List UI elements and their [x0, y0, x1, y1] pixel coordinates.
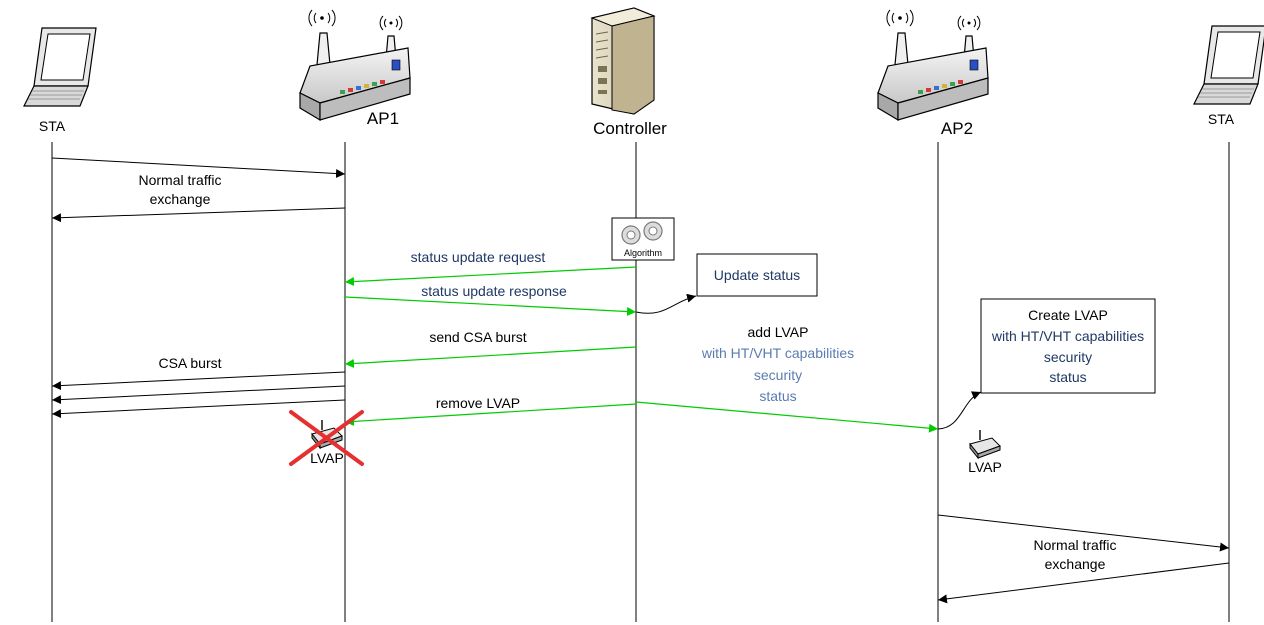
entity-label-ap2: AP2 — [941, 119, 973, 138]
message-arrow-csa-burst-1 — [51, 371, 346, 391]
algorithm-note: Algorithm — [611, 217, 675, 261]
mini-router-icon — [969, 430, 1001, 460]
create-lvap-note-detail-1: with HT/VHT capabilities — [991, 328, 1144, 344]
red-x-icon — [289, 410, 364, 466]
note-connector-update-status — [635, 293, 697, 314]
wireless-router-icon — [877, 9, 989, 122]
create-lvap-note-detail-3: status — [1049, 369, 1086, 385]
message-arrow-sta-to-ap1 — [51, 157, 346, 179]
laptop-icon — [23, 27, 97, 107]
message-arrow-remove-lvap — [344, 403, 637, 426]
message-arrow-sta-to-ap2 — [937, 562, 1230, 604]
gears-icon — [621, 221, 663, 245]
message-label-add-lvap-detail-2: security — [754, 367, 802, 383]
message-arrow-status-update-response — [344, 296, 637, 317]
message-label-normal-traffic-top-2: exchange — [150, 191, 211, 207]
message-arrow-send-csa-burst — [344, 346, 637, 368]
laptop-icon — [1193, 25, 1264, 105]
message-label-csa-burst: CSA burst — [158, 355, 221, 371]
message-label-send-csa-burst: send CSA burst — [429, 329, 526, 345]
algorithm-label: Algorithm — [624, 248, 662, 258]
message-label-normal-traffic-bottom-2: exchange — [1045, 556, 1106, 572]
update-status-note — [696, 253, 818, 297]
server-tower-icon — [590, 7, 656, 115]
message-arrow-ap2-to-sta — [937, 514, 1230, 552]
note-connector-create-lvap — [937, 391, 982, 430]
create-lvap-note-detail-2: security — [1044, 349, 1092, 365]
message-label-status-update-response: status update response — [421, 283, 567, 299]
message-arrow-csa-burst-2 — [51, 385, 346, 405]
entity-label-sta-right: STA — [1208, 111, 1235, 127]
message-arrow-add-lvap — [635, 401, 939, 433]
entity-label-sta-left: STA — [39, 118, 66, 134]
message-label-normal-traffic-bottom-1: Normal traffic — [1034, 537, 1117, 553]
lvap-label-ap1: LVAP — [310, 450, 344, 466]
create-lvap-note — [980, 298, 1156, 394]
message-label-add-lvap-detail-3: status — [759, 388, 796, 404]
message-label-add-lvap-detail-1: with HT/VHT capabilities — [701, 345, 854, 361]
message-label-status-update-request: status update request — [411, 249, 546, 265]
message-arrow-status-update-request — [344, 266, 637, 287]
create-lvap-note-title: Create LVAP — [1028, 307, 1108, 323]
wireless-router-icon — [299, 9, 411, 122]
message-arrow-ap1-to-sta — [51, 207, 346, 223]
message-label-remove-lvap: remove LVAP — [436, 395, 520, 411]
entity-label-controller: Controller — [593, 119, 667, 138]
message-label-add-lvap-title: add LVAP — [748, 324, 809, 340]
entity-label-ap1: AP1 — [367, 109, 399, 128]
message-arrow-csa-burst-3 — [51, 399, 346, 419]
update-status-note-label: Update status — [714, 267, 800, 283]
lvap-label-ap2: LVAP — [968, 459, 1002, 475]
message-label-normal-traffic-top-1: Normal traffic — [139, 172, 222, 188]
